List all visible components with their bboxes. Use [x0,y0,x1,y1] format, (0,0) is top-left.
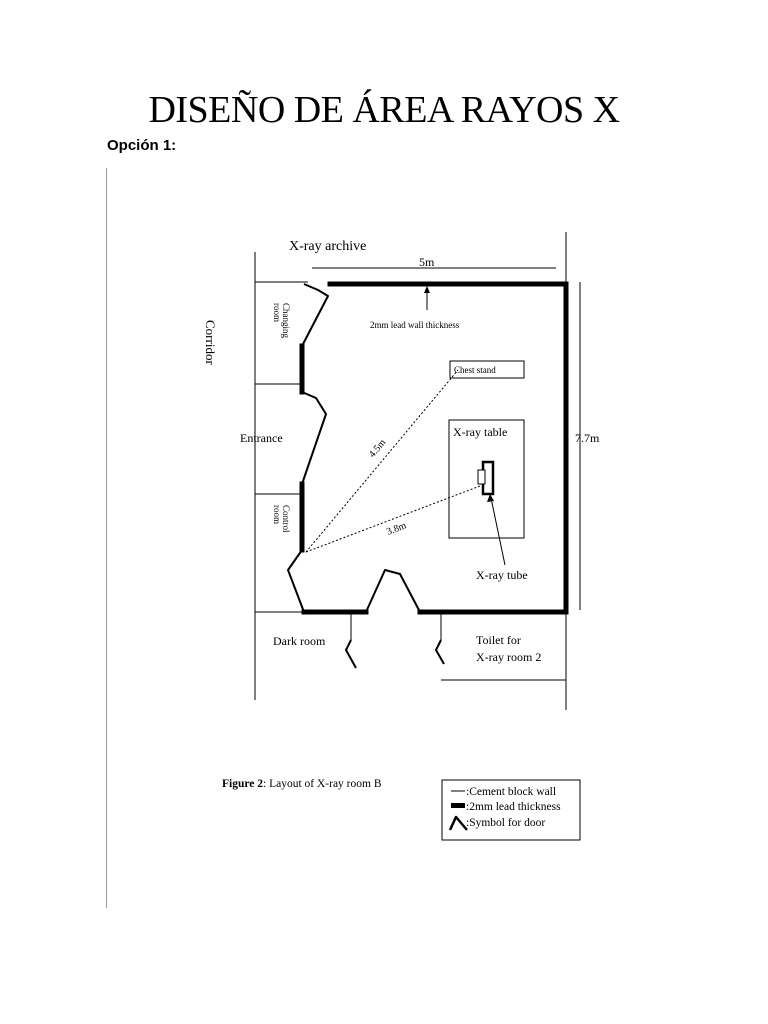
label-lead-wall-note: 2mm lead wall thickness [370,320,460,330]
label-xray-tube: X-ray tube [476,568,528,582]
label-changing-room: Changing room [272,303,291,338]
tube-pointer-arrowhead [487,494,494,502]
xray-tube-window [477,469,486,485]
label-toilet-line2: X-ray room 2 [476,650,541,664]
lead-walls [299,281,569,615]
doors [287,283,445,669]
legend-thick-line-icon [451,803,465,808]
legend-item-door: :Symbol for door [466,817,545,829]
margin-rule [106,168,107,908]
label-control-room: Control room [272,505,291,533]
bottom-door [365,569,421,613]
label-corridor: Corridor [203,320,218,365]
label-toilet-line1: Toilet for [476,633,521,647]
option-heading: Opción 1: [107,137,177,154]
changing-room-door [301,283,329,347]
label-xray-archive: X-ray archive [289,239,366,254]
legend-item-cement: :Cement block wall [466,786,556,798]
entrance-door [301,391,327,485]
toilet-door [435,639,445,665]
tube-pointer-shaft [490,497,506,566]
control-room-door [287,549,305,613]
lead-note-arrowhead [424,286,430,293]
label-entrance: Entrance [240,431,283,445]
document-title: DISEÑO DE ÁREA RAYOS X [148,89,620,131]
darkroom-door [345,639,357,669]
distance-line-chest-stand [305,369,459,553]
legend-item-lead: :2mm lead thickness [466,801,561,813]
figure-caption-text: : Layout of X-ray room B [263,778,382,790]
cement-walls [254,232,581,710]
legend-door-icon [448,815,468,831]
figure-caption: Figure 2: Layout of X-ray room B [222,778,382,790]
label-changing-room-line2: room [272,303,282,322]
legend-box [441,779,581,841]
label-control-room-line2: room [272,505,282,524]
label-xray-table: X-ray table [453,425,507,439]
chest-stand-box [449,360,525,379]
label-control-room-line1: Control [281,505,291,533]
legend: :Cement block wall :2mm lead thickness :… [441,779,581,841]
label-changing-room-line1: Changing [281,303,291,338]
label-dark-room: Dark room [273,634,326,648]
label-toilet: Toilet for X-ray room 2 [476,633,541,664]
label-chest-stand: Chest stand [454,365,496,375]
label-height: 7.7m [575,431,600,445]
figure-caption-label: Figure 2 [222,778,263,790]
label-width: 5m [419,255,435,269]
label-distance-table: 3.8m [385,520,408,538]
distance-line-table [305,485,481,553]
